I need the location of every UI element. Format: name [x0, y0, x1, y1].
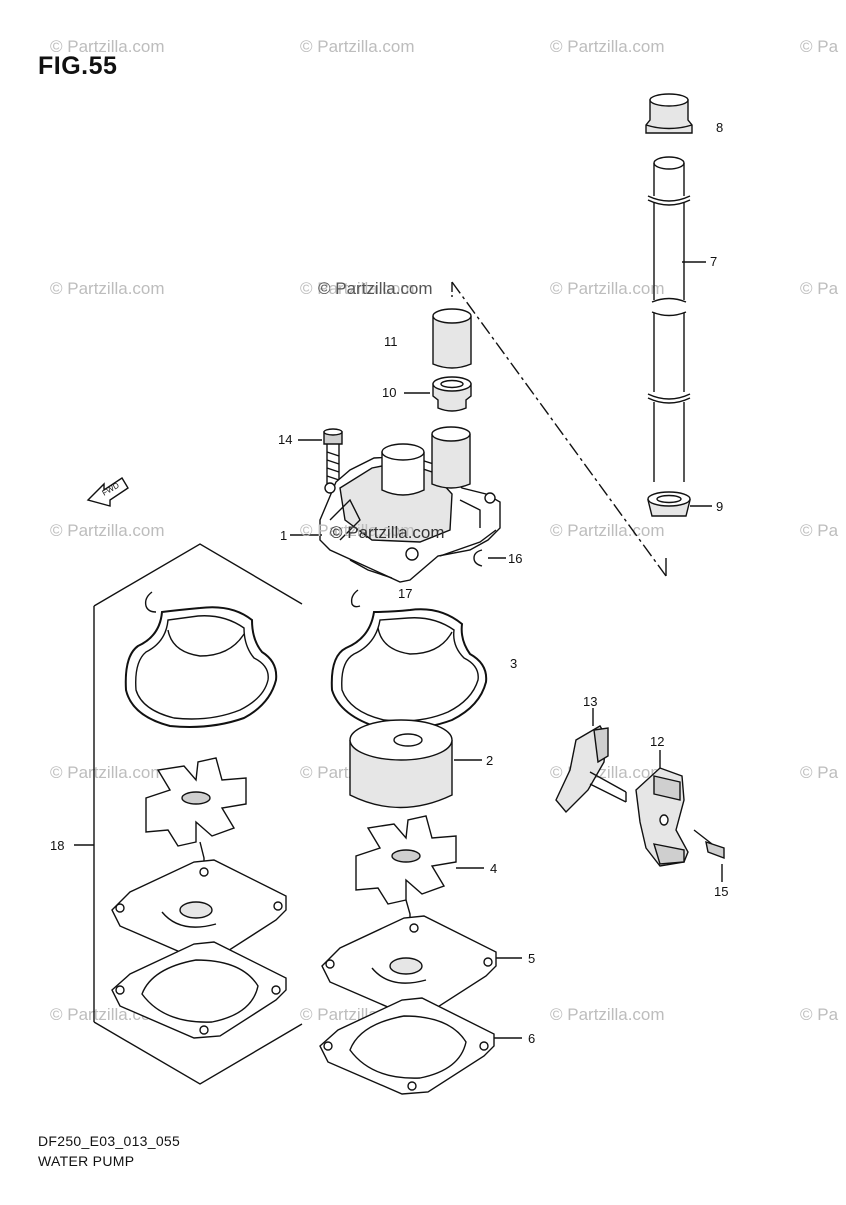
watermark: © Partzilla.com	[550, 1005, 665, 1024]
figure-code: DF250_E03_013_055	[38, 1133, 181, 1149]
figure-name: WATER PUMP	[38, 1153, 135, 1169]
callout-7: 7	[710, 254, 717, 269]
assembly-guide-line	[451, 281, 667, 577]
callout-14: 14	[278, 432, 292, 447]
part-16-pin	[473, 549, 483, 567]
part-8-grommet	[645, 93, 693, 134]
part-11-sleeve	[432, 308, 472, 369]
callout-9: 9	[716, 499, 723, 514]
part-3-gasket	[330, 608, 488, 730]
figure-title: FIG.55	[38, 52, 118, 80]
callout-10: 10	[382, 385, 396, 400]
kit-plate	[111, 859, 287, 959]
kit-gasket-2	[111, 941, 287, 1039]
watermark: © Partzilla.com	[50, 763, 165, 782]
kit-impeller	[145, 757, 247, 862]
part-7-tube	[647, 156, 691, 482]
watermark-center: © Partzilla.com	[318, 279, 433, 298]
watermark: © Pa	[800, 279, 839, 298]
part-15-screw	[693, 829, 725, 860]
part-10-guide	[432, 376, 472, 412]
part-18-kit-bracket	[93, 543, 303, 1085]
watermark: © Partzilla.com	[50, 37, 165, 56]
callout-6: 6	[528, 1031, 535, 1046]
watermark: © Partzilla.com	[550, 521, 665, 540]
part-2-liner	[349, 719, 453, 809]
callout-15: 15	[714, 884, 728, 899]
kit-gasket	[124, 606, 278, 728]
callout-5: 5	[528, 951, 535, 966]
fwd-arrow-icon: FWD	[86, 477, 129, 507]
watermark: © Pa	[800, 37, 839, 56]
callout-1: 1	[280, 528, 287, 543]
callout-16: 16	[508, 551, 522, 566]
part-17-clip	[350, 589, 361, 608]
watermark: © Partzilla.com	[550, 279, 665, 298]
water-tube-assembly	[645, 93, 693, 517]
callout-17: 17	[398, 586, 412, 601]
part-12-plate	[635, 767, 689, 867]
callout-2: 2	[486, 753, 493, 768]
callout-11: 11	[384, 334, 398, 349]
part-14-bolt	[323, 428, 343, 491]
part-4-impeller	[355, 815, 457, 918]
part-6-gasket	[319, 997, 495, 1095]
part-13-bracket	[555, 725, 627, 814]
callout-12: 12	[650, 734, 664, 749]
callout-4: 4	[490, 861, 497, 876]
part-1-pump-case	[319, 426, 501, 583]
watermark: © Partzilla.com	[300, 279, 415, 298]
watermark: © Partzilla.com	[50, 279, 165, 298]
callout-8: 8	[716, 120, 723, 135]
callout-labels: 8 7 9 11 10 14 1 16 17 3 2 4 5 6 18 13 1…	[50, 120, 728, 1046]
watermark-on-part: © Partzilla.com	[330, 523, 445, 542]
watermark: © Partzilla.com	[50, 521, 165, 540]
watermark: © Pa	[800, 1005, 839, 1024]
part-9-grommet	[647, 491, 691, 517]
watermark: © Partzilla.com	[300, 521, 415, 540]
callout-18: 18	[50, 838, 64, 853]
watermark: © Partzilla.com	[300, 37, 415, 56]
callout-13: 13	[583, 694, 597, 709]
kit-clip	[144, 591, 157, 613]
watermark: © Pa	[800, 521, 839, 540]
callout-3: 3	[510, 656, 517, 671]
watermark: © Partzilla.com	[550, 37, 665, 56]
leader-lines	[74, 261, 723, 1039]
watermark: © Pa	[800, 763, 839, 782]
